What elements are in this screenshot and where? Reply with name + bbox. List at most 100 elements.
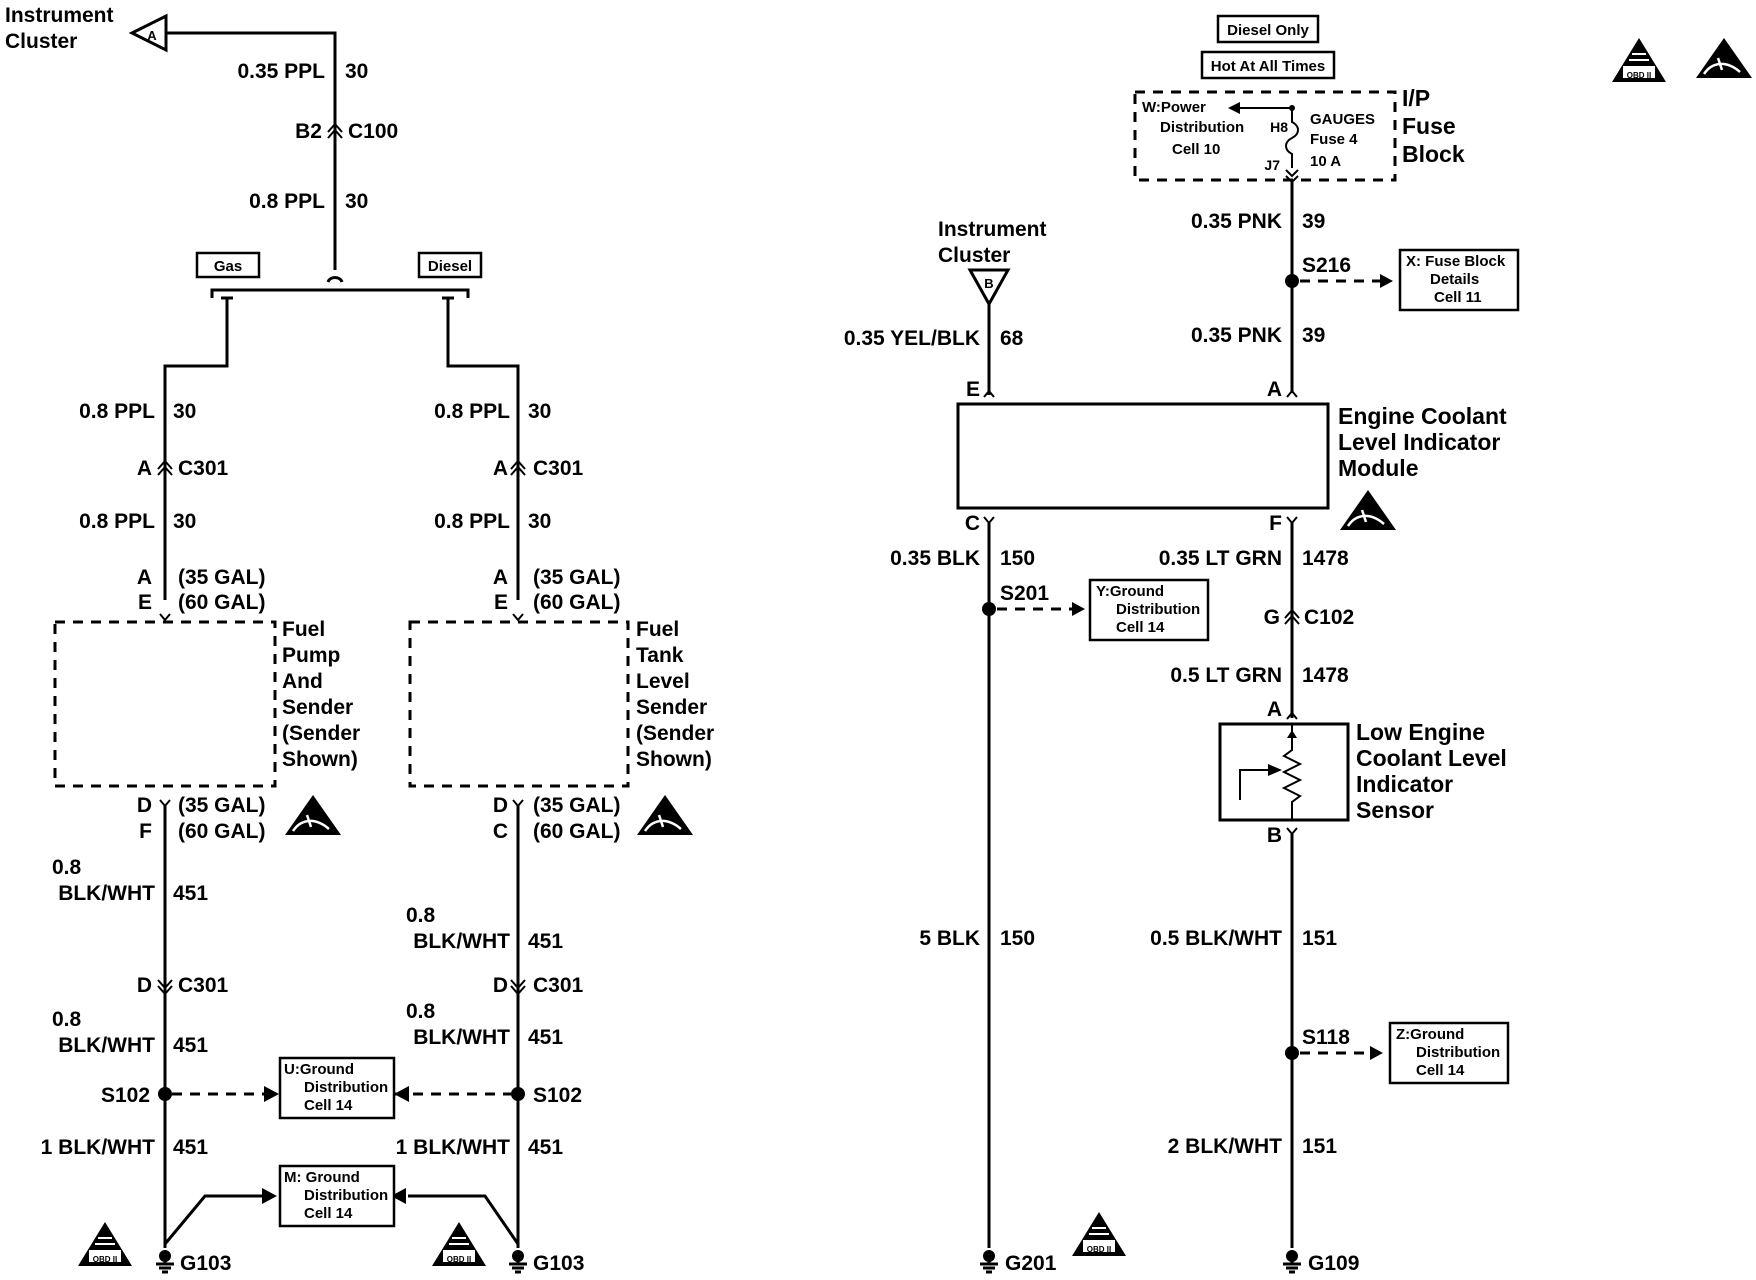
coolant-sensor-label: Low Engine Coolant Level Indicator Senso…: [1356, 719, 1513, 823]
circuit-451: 451: [173, 882, 208, 905]
ground-icon: [1281, 1248, 1303, 1274]
circuit-30: 30: [345, 60, 368, 83]
circuit-30: 30: [345, 190, 368, 213]
splice-s201: S201: [1000, 582, 1049, 605]
fuel-tank-label: Fuel Tank Level Sender (Sender Shown): [636, 618, 720, 771]
wire-08-ppl: 0.8 PPL: [79, 400, 155, 423]
wire-035-ppl: 0.35 PPL: [237, 60, 325, 83]
ref-ground-distribution-y[interactable]: [1088, 578, 1210, 642]
circuit-151: 151: [1302, 1135, 1337, 1158]
wire-blk-wht: BLK/WHT: [58, 882, 155, 905]
ref-ground-distribution-u[interactable]: [278, 1056, 396, 1120]
wire-08: 0.8: [52, 1008, 82, 1031]
obd-badge: OBD II: [93, 1255, 117, 1264]
circuit-30: 30: [528, 510, 551, 533]
instrument-cluster-label-2: Cluster: [5, 30, 77, 53]
ground-icon: [978, 1248, 1000, 1274]
ref-fuse-block-details-x[interactable]: [1398, 248, 1520, 312]
wire-08-ppl: 0.8 PPL: [434, 510, 510, 533]
ground-g103: G103: [180, 1252, 231, 1275]
wire-05-lt-grn: 0.5 LT GRN: [1170, 664, 1282, 687]
circuit-39: 39: [1302, 324, 1325, 347]
esd-icon: [283, 793, 343, 837]
ref-u-text: U:Ground Distribution Cell 14: [284, 1061, 392, 1114]
circuit-30: 30: [173, 400, 196, 423]
conn-g: G: [1264, 606, 1280, 629]
capacity-35-gal: (35 GAL): [178, 566, 266, 589]
wire-05-blk-wht: 0.5 BLK/WHT: [1150, 927, 1282, 950]
ground-icon: [507, 1248, 529, 1274]
conn-e: E: [966, 378, 980, 401]
conn-b2: B2: [295, 120, 322, 143]
sensor-resistor-icon: [1239, 724, 1303, 820]
wire-blk-wht: BLK/WHT: [413, 1026, 510, 1049]
ref-ground-distribution-z[interactable]: [1388, 1021, 1510, 1085]
conn-e: E: [494, 591, 508, 614]
esd-icon: [635, 793, 695, 837]
circuit-151: 151: [1302, 927, 1337, 950]
circuit-39: 39: [1302, 210, 1325, 233]
circuit-451: 451: [173, 1136, 208, 1159]
wire-08: 0.8: [406, 1000, 436, 1023]
splice-s216: S216: [1302, 254, 1351, 277]
circuit-451: 451: [528, 930, 563, 953]
instrument-cluster-label: Instrument: [5, 4, 114, 27]
diesel-only-label: Diesel Only: [1227, 22, 1309, 39]
conn-a: A: [1267, 698, 1282, 721]
connector-b-icon: B: [967, 268, 1011, 308]
capacity-35-gal: (35 GAL): [178, 794, 266, 817]
conn-f: F: [139, 820, 152, 843]
hot-at-all-times-label: Hot At All Times: [1211, 58, 1325, 75]
wire-08-ppl: 0.8 PPL: [434, 400, 510, 423]
wire-1-blk-wht: 1 BLK/WHT: [396, 1136, 510, 1159]
conn-c301: C301: [178, 974, 229, 997]
splice-s102: S102: [101, 1084, 150, 1107]
wire-035-yel-blk: 0.35 YEL/BLK: [844, 327, 980, 350]
instrument-cluster-label-2: Cluster: [938, 244, 1010, 267]
wire-08-ppl: 0.8 PPL: [249, 190, 325, 213]
engine-coolant-module-box: [956, 402, 1330, 510]
capacity-60-gal: (60 GAL): [533, 591, 621, 614]
capacity-35-gal: (35 GAL): [533, 566, 621, 589]
wire-2-blk-wht: 2 BLK/WHT: [1168, 1135, 1282, 1158]
svg-text:A: A: [147, 28, 157, 43]
wire-08: 0.8: [52, 856, 82, 879]
fuel-pump-sender-box: [53, 620, 277, 788]
ground-g109: G109: [1308, 1252, 1359, 1275]
instrument-cluster-label: Instrument: [938, 218, 1047, 241]
circuit-1478: 1478: [1302, 547, 1349, 570]
circuit-451: 451: [173, 1034, 208, 1057]
ip-fuse-block: [1133, 90, 1397, 182]
conn-a: A: [137, 566, 152, 589]
circuit-150: 150: [1000, 547, 1035, 570]
conn-c301: C301: [533, 974, 584, 997]
conn-c301: C301: [533, 457, 584, 480]
wire-035-blk: 0.35 BLK: [890, 547, 980, 570]
conn-a: A: [493, 457, 508, 480]
capacity-60-gal: (60 GAL): [178, 820, 266, 843]
fuel-tank-sender-box: [408, 620, 630, 788]
conn-c: C: [493, 820, 508, 843]
wire-blk-wht: BLK/WHT: [413, 930, 510, 953]
fuel-pump-label: Fuel Pump And Sender (Sender Shown): [282, 618, 366, 771]
ground-g103: G103: [533, 1252, 584, 1275]
obd-badge: OBD II: [1087, 1245, 1111, 1254]
wire-blk-wht: BLK/WHT: [58, 1034, 155, 1057]
pin-j7: J7: [1264, 157, 1280, 173]
conn-c100: C100: [348, 120, 398, 143]
svg-text:B: B: [984, 276, 993, 291]
conn-d: D: [493, 974, 508, 997]
connector-a-icon: A: [128, 13, 168, 53]
pin-h8: H8: [1270, 119, 1288, 135]
fuse-gauges-label: GAUGES Fuse 4 10 A: [1310, 111, 1379, 170]
capacity-60-gal: (60 GAL): [178, 591, 266, 614]
ref-z-text: Z:Ground Distribution Cell 14: [1396, 1026, 1504, 1079]
ref-ground-distribution-m[interactable]: [278, 1164, 396, 1228]
conn-c: C: [965, 512, 980, 535]
wire-035-pnk: 0.35 PNK: [1191, 324, 1282, 347]
conn-d: D: [493, 794, 508, 817]
power-distribution-ref[interactable]: W:Power Distribution Cell 10: [1142, 99, 1248, 158]
ground-g201: G201: [1005, 1252, 1057, 1275]
ip-fuse-block-label: I/P Fuse Block: [1402, 85, 1465, 167]
